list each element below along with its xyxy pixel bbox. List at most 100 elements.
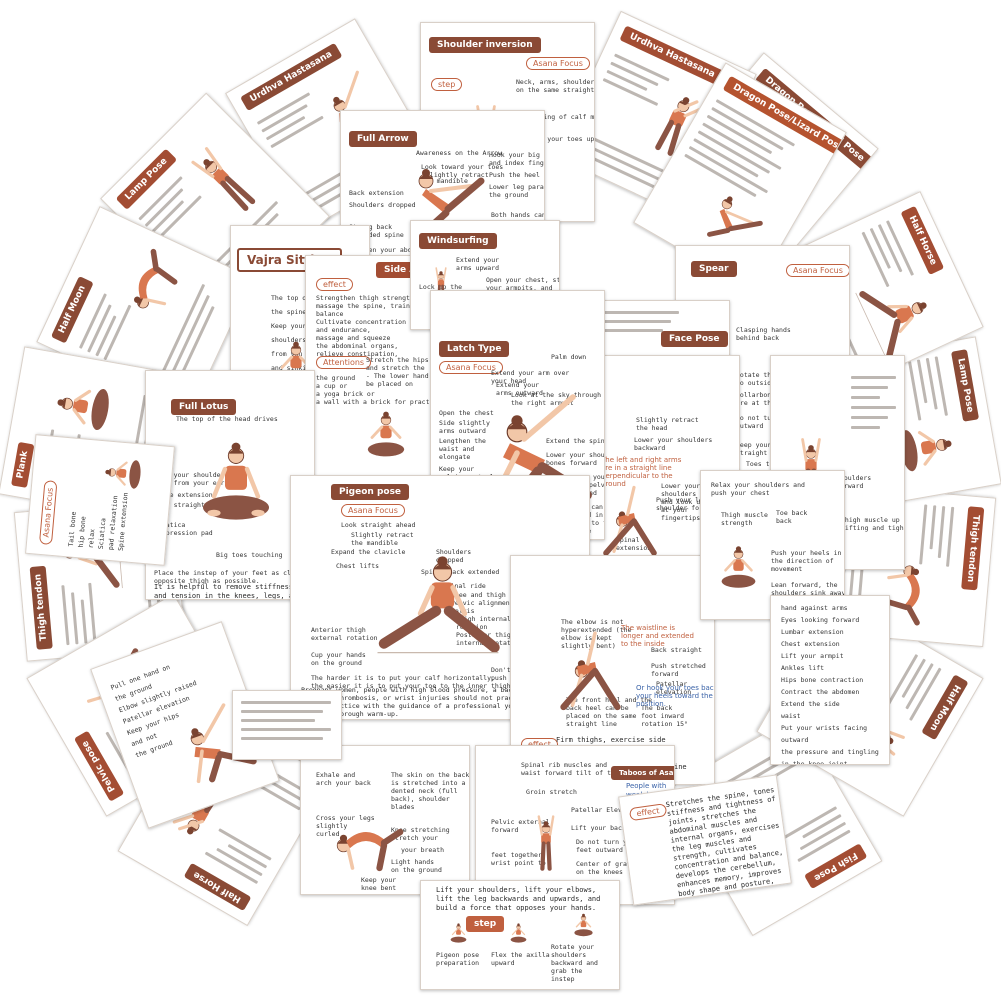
- caption-line: Lower your shoulder: [546, 451, 605, 459]
- caption-line: curled: [316, 830, 340, 838]
- caption-line: Back straight: [651, 646, 702, 654]
- caption-line: back heel can be: [566, 704, 629, 712]
- ring-card-ul: Lamp Pose: [100, 92, 330, 323]
- caption-line: Lengthen the: [439, 437, 486, 445]
- text-line: [929, 505, 937, 550]
- caption-line: Lifting and tightening: [841, 524, 904, 532]
- caption-line: Open the chest: [439, 409, 494, 417]
- caption-line: forward: [836, 482, 864, 490]
- caption-line: forward: [651, 670, 679, 678]
- caption-line: back), shoulder: [391, 795, 450, 803]
- ring-card-left: Plank: [0, 346, 192, 524]
- caption-line: Tighten your abdomen: [349, 246, 428, 254]
- caption-line: Thigh muscle up: [841, 516, 900, 524]
- card-title: Full Lotus: [171, 399, 237, 415]
- caption-line: blades: [391, 803, 415, 811]
- focus-badge: effect: [316, 278, 353, 291]
- yoga-figure-illustration: [134, 248, 178, 309]
- caption-line: Chest extension: [781, 640, 840, 648]
- caption-line: The top of the: [271, 294, 326, 302]
- caption-line: Ankles lift: [781, 664, 825, 672]
- card-title: Face Pose: [661, 331, 728, 347]
- caption-line: balance: [316, 310, 344, 318]
- caption-line: fingertips: [661, 514, 701, 522]
- text-line: [599, 320, 671, 323]
- caption-line: Chest lifts: [336, 562, 380, 570]
- ring-card-right-upper: Half Horse: [766, 191, 984, 399]
- caption-line: Extend the side: [781, 700, 840, 708]
- caption-line: Look at the sky through: [511, 391, 602, 399]
- text-line: [241, 701, 331, 704]
- caption-line: elbow is kept: [561, 634, 612, 642]
- blue-note: to the inside: [621, 640, 665, 648]
- text-line: [599, 329, 663, 332]
- caption-line: slightly bent): [561, 642, 616, 650]
- card-title: Thigh tendon: [29, 565, 53, 650]
- caption-line: Knee stretching: [391, 826, 450, 834]
- caption-line: Cross your legs: [316, 814, 375, 822]
- caption-line: the right armpit: [511, 399, 574, 407]
- caption-line: Lower your shoulders: [634, 436, 713, 444]
- caption-line: Extend your: [456, 256, 500, 264]
- paragraph: Lift your shoulders, lift your elbows, l…: [436, 886, 601, 912]
- card-title: Half Horse: [183, 862, 252, 912]
- caption-line: Lower leg parallel to: [489, 183, 544, 191]
- caption-line: away from your ears: [154, 479, 229, 487]
- caption-line: Lift your back: [571, 824, 626, 832]
- caption-line: bones forward: [546, 459, 597, 467]
- caption-line: slightly: [316, 822, 348, 830]
- caption-line: waist forward tilt of the knees: [521, 769, 643, 777]
- caption-line: Shoulders dropped: [349, 201, 416, 209]
- caption-line: The front heel and the: [566, 696, 653, 704]
- text-line: [851, 416, 888, 419]
- caption-line: external rotation: [311, 634, 378, 642]
- text-line: [70, 592, 79, 645]
- caption-line: Keep your: [361, 876, 397, 884]
- caption-line: arms upward: [456, 264, 500, 272]
- caption-line: The top of the head drives: [176, 415, 278, 423]
- caption-line: The back: [641, 704, 673, 712]
- caption-line: Palm down: [551, 353, 587, 361]
- caption-line: - The lower hand: [366, 372, 429, 380]
- caption-line: dented neck (full: [391, 787, 458, 795]
- caption-line: upward: [491, 959, 515, 967]
- blue-note: ground: [601, 480, 626, 488]
- yoga-figure-illustration: [336, 828, 404, 872]
- caption-line: shoulders: [551, 951, 587, 959]
- card-title: Spear: [691, 261, 737, 277]
- text-line: [851, 426, 880, 429]
- focus-badge: Asana Focus: [439, 361, 503, 374]
- caption-line: push your chest: [711, 489, 770, 497]
- attention-paragraph: Pregnant women, people with high blood p…: [301, 686, 575, 718]
- text-line: [241, 710, 323, 713]
- caption-line: on the same straight line: [516, 86, 595, 94]
- caption-line: Thigh internal: [456, 615, 511, 623]
- caption-line: from you: [271, 350, 303, 358]
- caption-line: Back extension: [349, 189, 404, 197]
- caption-line: to outside: [736, 379, 776, 387]
- yoga-figure-illustration: [603, 485, 657, 556]
- caption-line: the abdominal organs,: [316, 342, 399, 350]
- blue-note: are in a straight line: [601, 464, 672, 472]
- caption-line: in the knee joint: [781, 760, 848, 765]
- caption-line: Lean forward, the: [771, 581, 838, 589]
- caption-line: Stretch your: [391, 834, 438, 842]
- yoga-figure-illustration: [105, 460, 141, 489]
- caption-line: Put your wrists facing: [781, 724, 868, 732]
- caption-line: Flex the axilla: [491, 951, 550, 959]
- caption-line: Sciatica: [154, 521, 186, 529]
- caption-line: Slightly retract: [636, 416, 699, 424]
- card-title: Pigeon pose: [331, 484, 410, 500]
- caption-line: Big toes touching: [216, 551, 283, 559]
- blue-note: position.: [636, 700, 666, 708]
- caption-line: Hips bone contraction: [781, 676, 864, 684]
- caption-line: the pressure and tingling: [781, 748, 879, 756]
- caption-line: backward and: [551, 959, 598, 967]
- caption-line: Abdominal ride: [431, 582, 486, 590]
- caption-line: a wall with a brick for practice.: [316, 398, 446, 406]
- caption-line: Sciatica: [96, 517, 108, 550]
- yoga-figure-illustration: [418, 169, 485, 235]
